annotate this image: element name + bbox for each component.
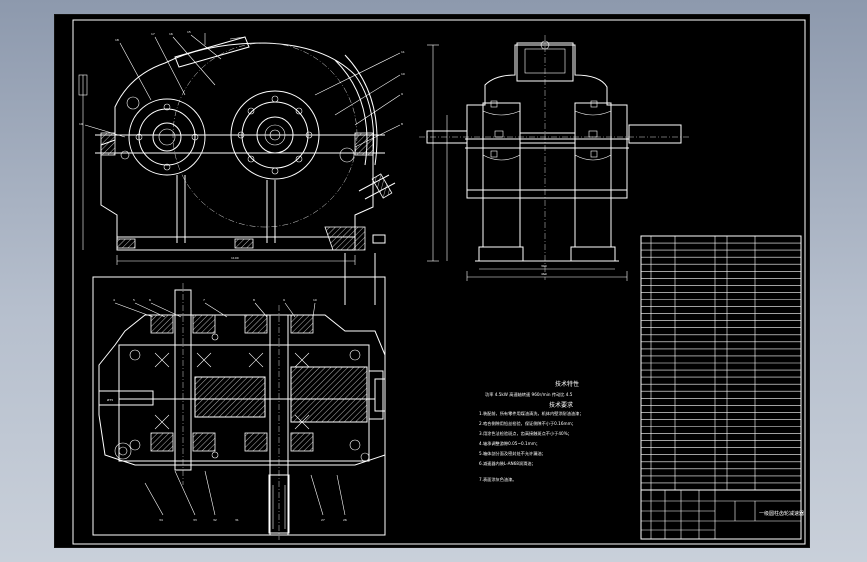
tech-spec-line: 功率 4.5kW 高速轴转速 960r/min 传动比 4.5 <box>485 391 573 398</box>
tech-req-line: 5.箱体剖分面及密封处不允许漏油； <box>479 450 546 457</box>
svg-text:6: 6 <box>149 298 151 302</box>
svg-text:8: 8 <box>401 122 403 126</box>
svg-text:33: 33 <box>193 518 197 522</box>
tech-req-line: 2.啮合侧隙用铅丝检验，保证侧隙不小于0.16mm； <box>479 420 576 427</box>
svg-text:5: 5 <box>133 298 135 302</box>
parts-list-table <box>640 235 802 491</box>
svg-text:16: 16 <box>169 32 173 36</box>
svg-text:10: 10 <box>401 72 405 76</box>
svg-text:17: 17 <box>151 32 155 36</box>
tech-req-line: 4.轴承调整游隙0.05~0.1mm； <box>479 440 540 447</box>
front-view: 1100 18 17 16 15 11 10 9 8 19 <box>78 30 405 305</box>
svg-text:460: 460 <box>541 272 547 276</box>
tech-req-title: 技术要求 <box>549 401 573 409</box>
side-view: 390 460 <box>419 35 691 281</box>
svg-text:32: 32 <box>213 518 217 522</box>
tech-req-line: 6.减速器内装L-AN68润滑油； <box>479 460 536 467</box>
svg-text:31: 31 <box>235 518 239 522</box>
tech-req-line: 1.装配前，所有零件用煤油清洗，机体内壁涂耐油油漆； <box>479 410 584 417</box>
svg-text:7: 7 <box>203 298 205 302</box>
technical-notes: 技术特性 功率 4.5kW 高速轴转速 960r/min 传动比 4.5 技术要… <box>479 380 584 483</box>
tech-req-line: 7.表面涂灰色油漆。 <box>479 476 517 483</box>
title-block-name: 一级圆柱齿轮减速器 <box>759 510 804 517</box>
svg-text:4: 4 <box>113 298 115 302</box>
svg-text:9: 9 <box>283 298 285 302</box>
svg-text:27: 27 <box>321 518 325 522</box>
svg-text:15: 15 <box>187 30 191 34</box>
top-section-view: Ø75 4 5 6 7 8 9 10 34 33 32 31 <box>92 276 386 540</box>
svg-text:10: 10 <box>313 298 317 302</box>
svg-text:Ø75: Ø75 <box>107 397 113 402</box>
drawing-sheet: 1100 18 17 16 15 11 10 9 8 19 <box>54 14 810 548</box>
svg-text:390: 390 <box>541 264 547 268</box>
svg-text:9: 9 <box>401 92 403 96</box>
drawing-frame <box>72 19 806 545</box>
tech-spec-title: 技术特性 <box>555 380 579 388</box>
cad-drawing: 1100 18 17 16 15 11 10 9 8 19 <box>72 19 806 545</box>
svg-text:8: 8 <box>253 298 255 302</box>
svg-text:18: 18 <box>115 38 119 42</box>
svg-text:11: 11 <box>401 50 405 54</box>
title-block: 一级圆柱齿轮减速器 <box>640 489 804 540</box>
svg-text:1100: 1100 <box>231 256 239 260</box>
tech-req-line: 3.用涂色法检验斑点，齿高接触斑点不小于40%； <box>479 430 572 437</box>
svg-text:26: 26 <box>343 518 347 522</box>
svg-text:19: 19 <box>79 122 83 126</box>
svg-text:34: 34 <box>159 518 163 522</box>
